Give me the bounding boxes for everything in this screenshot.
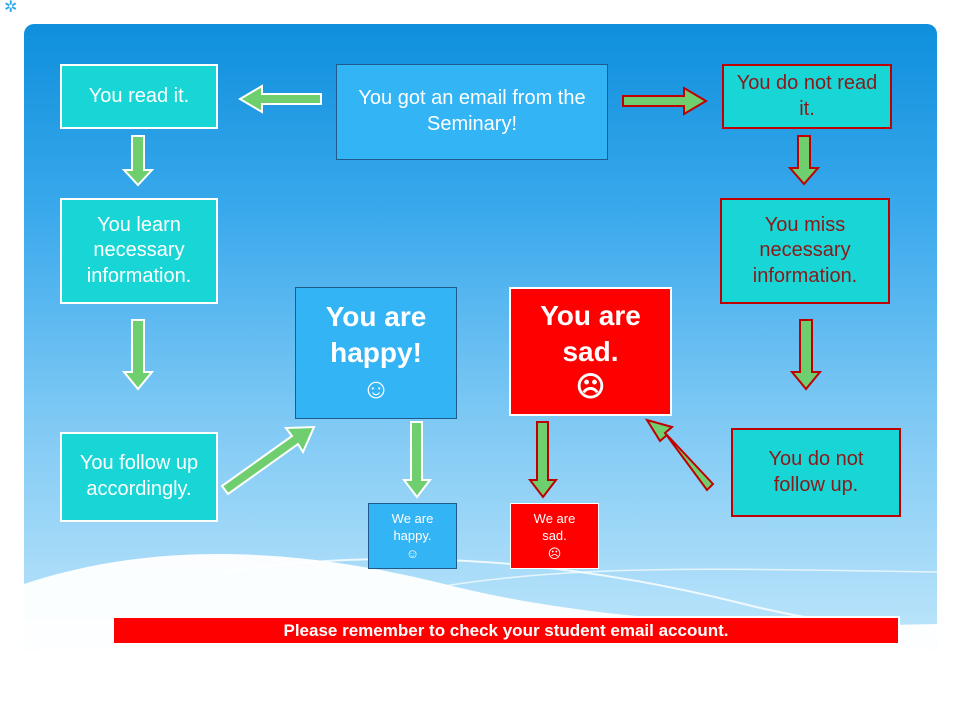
we-sad-line1: We are — [533, 510, 576, 526]
sad-box: You are sad. ☹ — [509, 287, 672, 416]
miss-info-box: You miss necessary information. — [720, 198, 890, 304]
frown-icon: ☹ — [547, 545, 562, 561]
happy-line1: You are — [325, 301, 427, 333]
arrow-icon — [238, 84, 322, 114]
not-read-box: You do not read it. — [722, 64, 892, 129]
not-follow-box: You do not follow up. — [731, 428, 901, 517]
we-sad-box: We are sad. ☹ — [510, 503, 599, 569]
reminder-banner: Please remember to check your student em… — [112, 616, 900, 645]
we-happy-box: We are happy. ☺ — [368, 503, 457, 569]
happy-box: You are happy! ☺ — [295, 287, 457, 419]
arrow-icon — [644, 418, 715, 492]
arrow-icon — [121, 135, 155, 187]
frown-icon: ☹ — [575, 371, 606, 403]
happy-line2: happy! — [330, 337, 422, 369]
arrow-icon — [220, 425, 316, 496]
arrow-icon — [401, 421, 433, 499]
we-happy-line2: happy. — [393, 528, 432, 544]
follow-up-text: You follow up accordingly. — [79, 452, 199, 500]
arrow-icon — [121, 319, 155, 391]
follow-up-box: You follow up accordingly. — [60, 432, 218, 522]
smiley-icon: ☺ — [361, 372, 391, 404]
smiley-icon: ☺ — [405, 545, 420, 561]
not-follow-text: You do not follow up. — [768, 447, 864, 496]
miss-info-text: You miss necessary information. — [752, 213, 858, 287]
arrow-icon — [527, 421, 559, 499]
sad-line2: sad. — [562, 335, 619, 367]
arrow-icon — [787, 135, 821, 186]
start-email-box: You got an email from the Seminary! — [336, 64, 608, 160]
we-sad-line2: sad. — [542, 528, 567, 544]
read-it-text: You read it. — [88, 84, 190, 107]
not-read-text: You do not read it. — [736, 71, 878, 120]
sad-line1: You are — [540, 299, 641, 331]
we-happy-line1: We are — [391, 510, 434, 526]
slide-corner-glyph: ✲ — [4, 0, 18, 16]
start-email-text: You got an email from the Seminary! — [358, 87, 586, 135]
learn-info-text: You learn necessary information. — [86, 213, 192, 287]
learn-info-box: You learn necessary information. — [60, 198, 218, 304]
arrow-icon — [789, 319, 823, 391]
arrow-icon — [622, 86, 708, 116]
read-it-box: You read it. — [60, 64, 218, 129]
reminder-text: Please remember to check your student em… — [283, 620, 729, 640]
